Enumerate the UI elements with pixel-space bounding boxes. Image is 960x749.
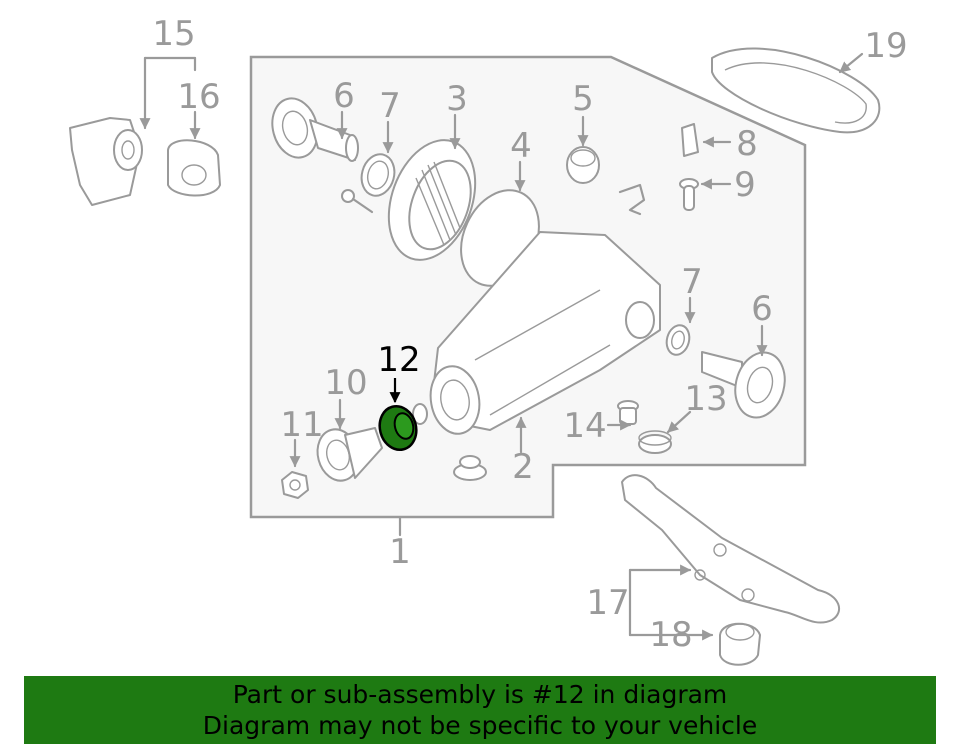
housing-part[interactable] <box>425 231 661 438</box>
label-7-top: 7 <box>379 86 401 126</box>
label-3: 3 <box>446 79 468 119</box>
label-7-right: 7 <box>681 262 703 302</box>
label-4: 4 <box>510 126 532 166</box>
label-2: 2 <box>512 447 534 487</box>
label-10: 10 <box>324 363 367 403</box>
mount-part-15[interactable] <box>69 117 143 206</box>
label-6-right: 6 <box>751 289 773 329</box>
crossmember-part-17[interactable] <box>621 474 841 624</box>
nut-part-11[interactable] <box>281 471 309 499</box>
label-12: 12 <box>377 340 420 380</box>
bushing-part-18[interactable] <box>719 622 761 666</box>
banner-line-1: Part or sub-assembly is #12 in diagram <box>232 680 728 709</box>
label-13: 13 <box>684 379 727 419</box>
bolt-part[interactable] <box>341 189 374 214</box>
label-11: 11 <box>280 405 323 445</box>
drive-flange-part[interactable] <box>266 93 359 162</box>
drive-flange-part-right[interactable] <box>701 347 792 423</box>
info-banner: Part or sub-assembly is #12 in diagram D… <box>24 676 936 744</box>
cover-part[interactable] <box>373 128 491 272</box>
parts-diagram: 1 2 3 4 5 6 6 7 7 8 9 10 11 12 13 14 15 … <box>69 14 908 666</box>
label-17: 17 <box>586 583 629 623</box>
label-15: 15 <box>152 14 195 54</box>
plug-part[interactable] <box>566 146 600 184</box>
label-18: 18 <box>649 615 692 655</box>
label-19: 19 <box>864 26 907 66</box>
bushing-part-16[interactable] <box>167 139 221 197</box>
clip-part[interactable] <box>618 183 646 216</box>
cover-plate-part[interactable] <box>711 47 881 134</box>
label-1: 1 <box>389 532 411 572</box>
label-5: 5 <box>572 79 594 119</box>
banner-line-2: Diagram may not be specific to your vehi… <box>202 711 758 740</box>
label-14: 14 <box>563 406 606 446</box>
label-8: 8 <box>736 124 758 164</box>
label-16: 16 <box>177 77 220 117</box>
bushing-part-8[interactable] <box>681 123 699 157</box>
bearing-part-10[interactable] <box>312 425 383 486</box>
highlighted-seal-part-12[interactable] <box>375 402 421 454</box>
sleeve-part-14[interactable] <box>617 400 639 425</box>
washer-part[interactable] <box>412 403 428 425</box>
drain-plug-part[interactable] <box>453 455 487 481</box>
seal-part[interactable] <box>357 151 399 200</box>
pin-part-9[interactable] <box>679 178 699 211</box>
seal-part-right[interactable] <box>663 323 692 358</box>
label-6-top: 6 <box>333 76 355 116</box>
bushing-part-13[interactable] <box>638 430 672 454</box>
label-9: 9 <box>734 165 756 205</box>
